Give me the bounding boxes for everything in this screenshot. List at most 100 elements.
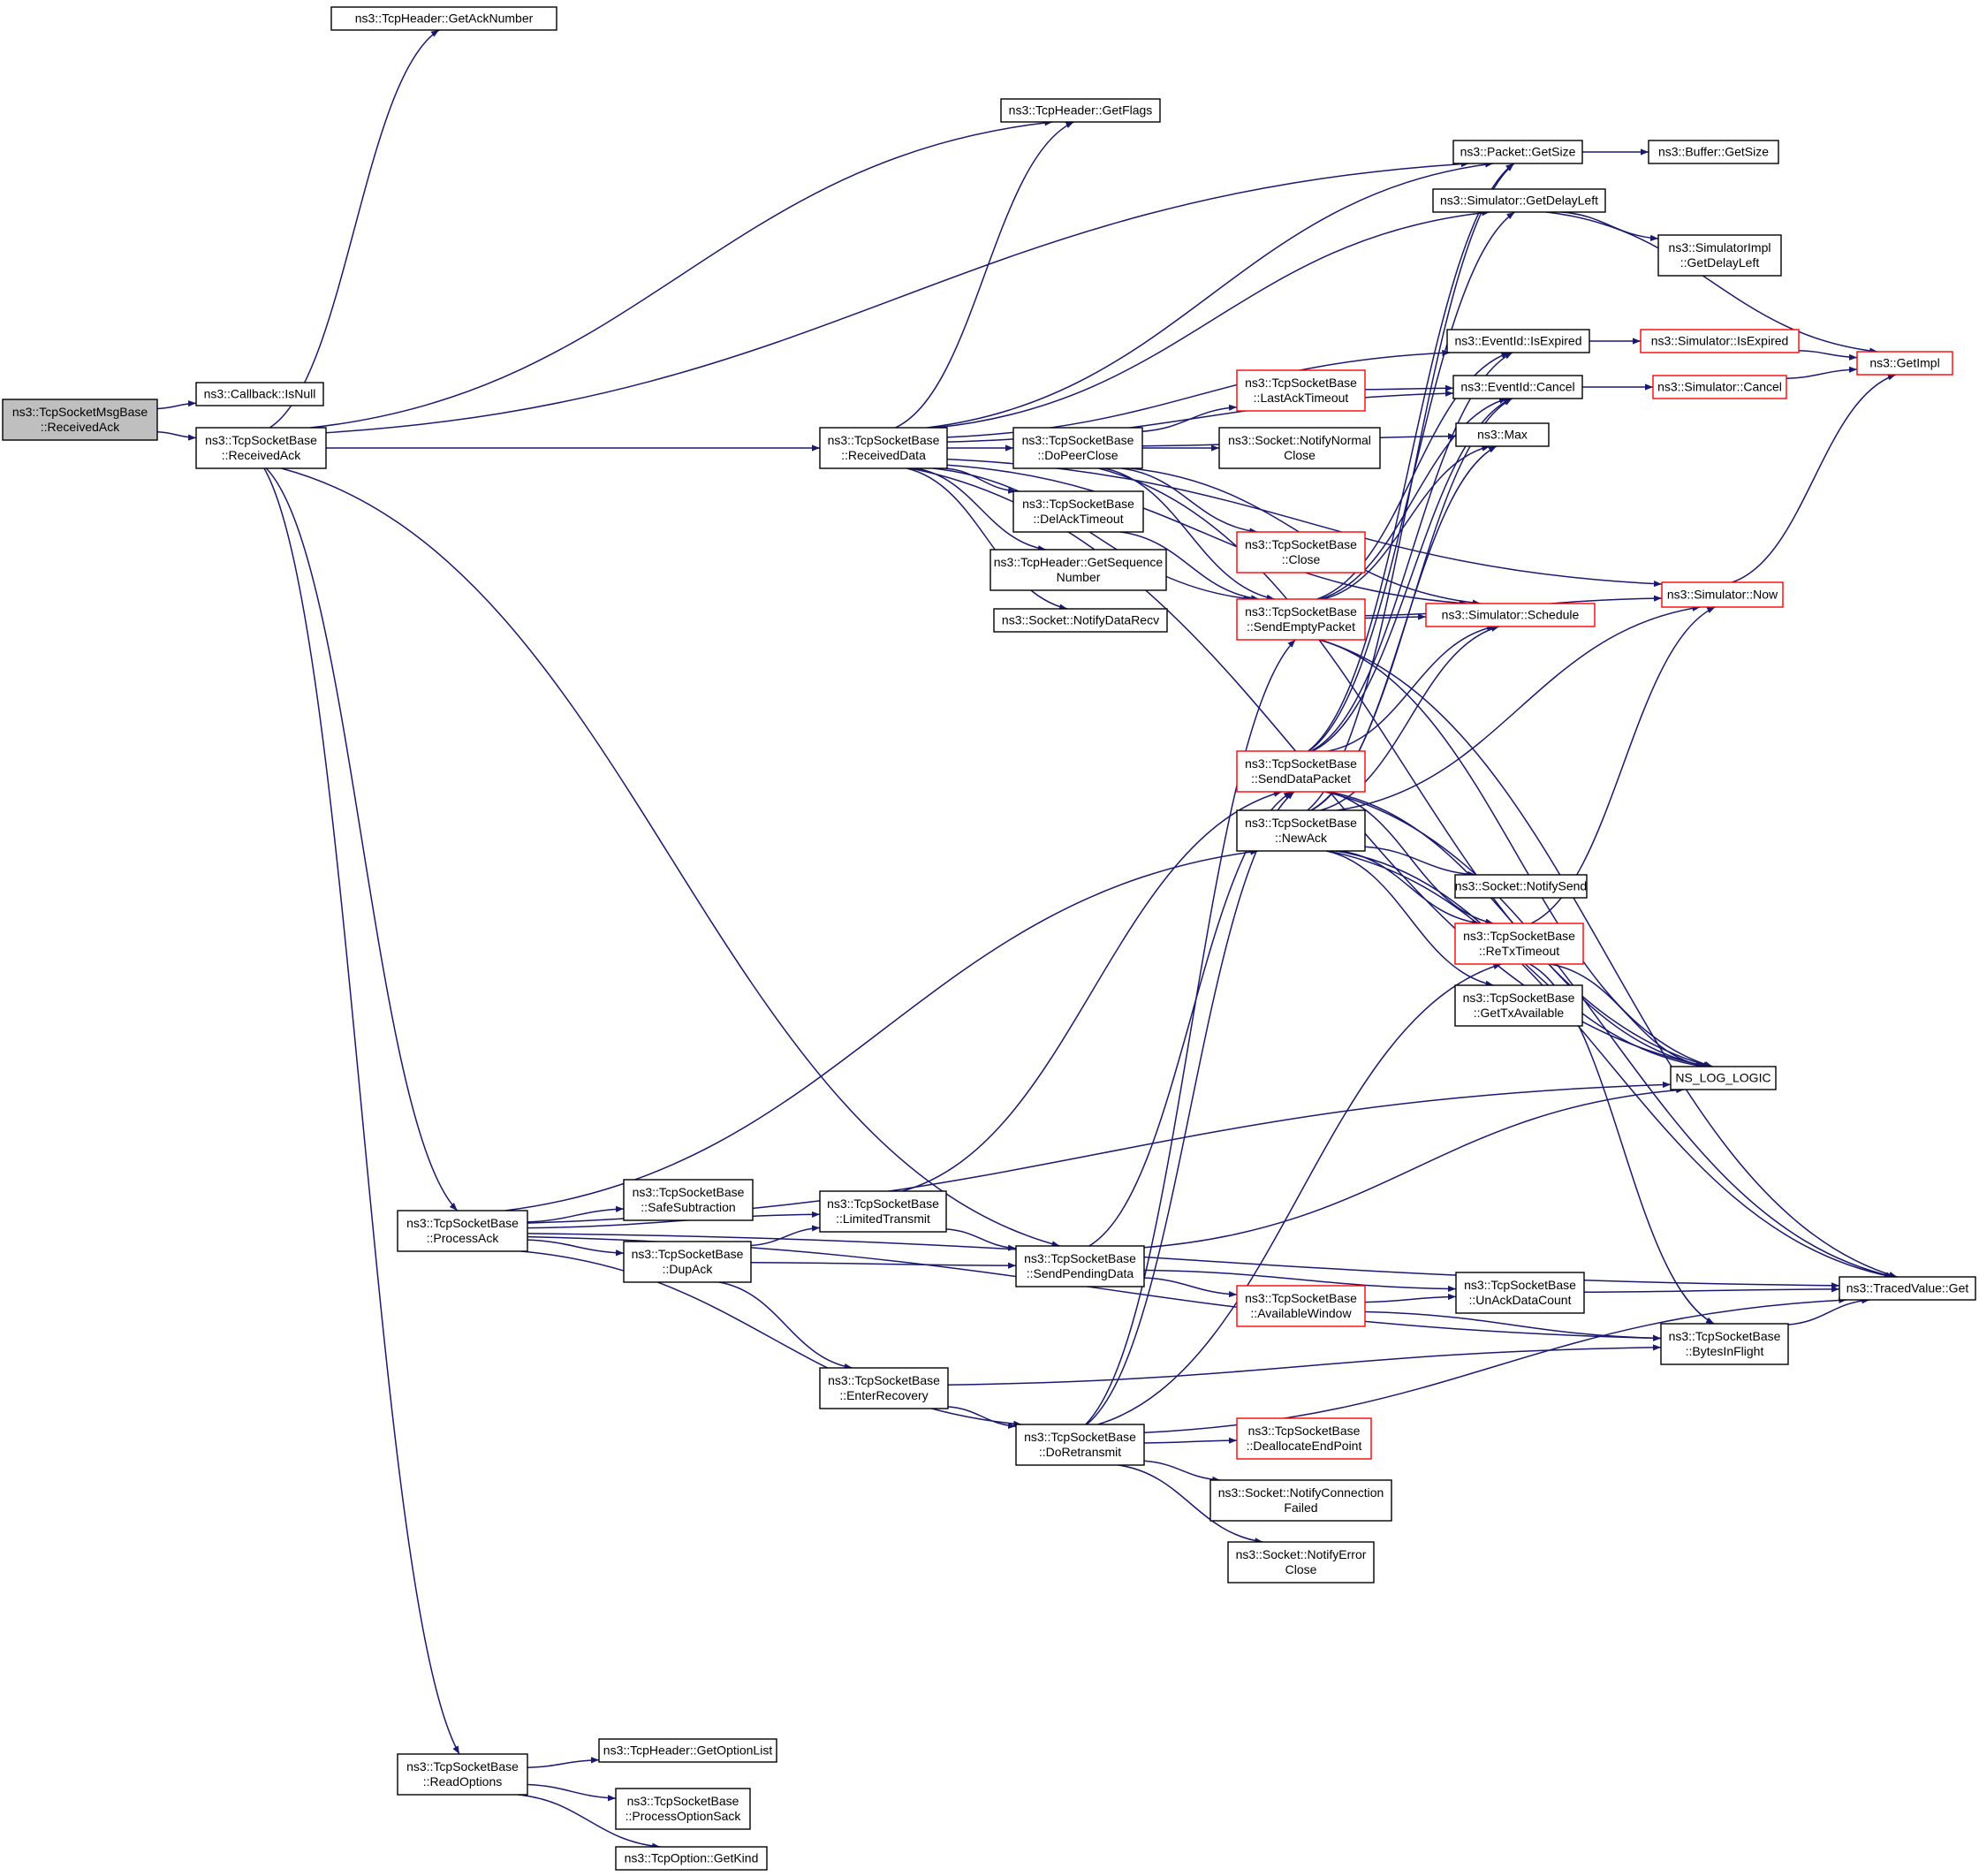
node-callback-isnull[interactable]: ns3::Callback::IsNull — [195, 382, 324, 406]
node-box — [1432, 188, 1606, 213]
node-getkind[interactable]: ns3::TcpOption::GetKind — [615, 1846, 768, 1871]
node-getacknumber[interactable]: ns3::TcpHeader::GetAckNumber — [330, 6, 557, 31]
node-label-line: ns3::TcpSocketBase — [1245, 1291, 1357, 1305]
node-box — [623, 1241, 752, 1283]
node-label-line: ns3::TcpSocketBase — [205, 433, 317, 447]
node-label-line: ns3::Simulator::GetDelayLeft — [1440, 194, 1598, 208]
call-edge-unackdatacount-to-tracedvalue-get — [1583, 1286, 1840, 1293]
call-edge-dopeerclose-to-ns-log-logic — [1098, 467, 1712, 1068]
node-box — [1236, 598, 1366, 641]
node-eventid-cancel[interactable]: ns3::EventId::Cancel — [1452, 375, 1583, 399]
node-label-line: NS_LOG_LOGIC — [1675, 1071, 1770, 1085]
node-bytesinflight[interactable]: ns3::TcpSocketBase::BytesInFlight — [1660, 1323, 1789, 1365]
node-label-line: ::SendPendingData — [1027, 1266, 1134, 1280]
call-edge-senddatapacket-to-retxtimeout — [1326, 791, 1494, 925]
node-notifydatarecv[interactable]: ns3::Socket::NotifyDataRecv — [993, 608, 1168, 633]
node-simimpl-getdelayleft[interactable]: ns3::SimulatorImpl::GetDelayLeft — [1657, 234, 1782, 277]
call-edge-receivedack-to-processack — [265, 467, 459, 1211]
node-label-line: ::EnterRecovery — [839, 1388, 928, 1402]
node-box — [615, 1846, 768, 1871]
node-deallocateendpoint[interactable]: ns3::TcpSocketBase::DeallocateEndPoint — [1236, 1417, 1372, 1460]
node-label-line: ::DelAckTimeout — [1033, 512, 1123, 526]
node-schedule[interactable]: ns3::Simulator::Schedule — [1425, 603, 1596, 627]
node-newack[interactable]: ns3::TcpSocketBase::NewAck — [1236, 809, 1366, 852]
node-sendemptypacket[interactable]: ns3::TcpSocketBase::SendEmptyPacket — [1236, 598, 1366, 641]
node-buffer-getsize[interactable]: ns3::Buffer::GetSize — [1648, 140, 1779, 164]
node-getdelayleft[interactable]: ns3::Simulator::GetDelayLeft — [1432, 188, 1606, 213]
node-label-line: ns3::EventId::IsExpired — [1455, 334, 1582, 348]
call-edge-dupack-to-sendpendingdata — [750, 1262, 1017, 1269]
node-getflags[interactable]: ns3::TcpHeader::GetFlags — [1000, 98, 1161, 123]
call-edge-receivedack-to-packet-getsize — [325, 160, 1469, 434]
node-gettxavailable[interactable]: ns3::TcpSocketBase::GetTxAvailable — [1454, 984, 1583, 1027]
node-box — [1670, 1066, 1777, 1090]
node-label-line: ns3::Socket::NotifyDataRecv — [1002, 613, 1159, 627]
node-label-line: ::ReceivedAck — [41, 420, 120, 434]
node-lastacktimeout[interactable]: ns3::TcpSocketBase::LastAckTimeout — [1236, 369, 1366, 412]
call-edge-retxtimeout-to-ns-log-logic — [1550, 963, 1706, 1068]
node-getimpl[interactable]: ns3::GetImpl — [1856, 351, 1953, 376]
node-limitedtransmit[interactable]: ns3::TcpSocketBase::LimitedTransmit — [819, 1190, 947, 1233]
node-box — [1236, 750, 1366, 793]
call-edge-receiveddata-to-now — [946, 458, 1663, 588]
node-senddatapacket[interactable]: ns3::TcpSocketBase::SendDataPacket — [1236, 750, 1366, 793]
call-edge-now-to-getimpl — [1732, 374, 1897, 583]
node-now[interactable]: ns3::Simulator::Now — [1661, 581, 1784, 608]
node-unackdatacount[interactable]: ns3::TcpSocketBase::UnAckDataCount — [1455, 1272, 1585, 1314]
node-label-line: Close — [1285, 1562, 1317, 1576]
node-sim-cancel[interactable]: ns3::Simulator::Cancel — [1652, 375, 1787, 399]
call-edges — [156, 29, 1898, 1849]
node-eventid-isexpired[interactable]: ns3::EventId::IsExpired — [1446, 329, 1590, 353]
node-box — [1454, 874, 1588, 899]
call-edge-receiveddata-to-getdelayleft — [936, 209, 1490, 429]
node-sim-isexpired[interactable]: ns3::Simulator::IsExpired — [1640, 329, 1800, 353]
node-dopeerclose[interactable]: ns3::TcpSocketBase::DoPeerClose — [1012, 427, 1143, 469]
node-max[interactable]: ns3::Max — [1455, 422, 1550, 447]
node-label-line: ns3::Max — [1477, 428, 1528, 442]
call-edge-receiveddata-to-schedule — [946, 464, 1467, 606]
node-dupack[interactable]: ns3::TcpSocketBase::DupAck — [623, 1241, 752, 1283]
node-enterrecovery[interactable]: ns3::TcpSocketBase::EnterRecovery — [819, 1367, 949, 1409]
node-processack[interactable]: ns3::TcpSocketBase::ProcessAck — [397, 1210, 528, 1252]
node-label-line: ns3::TcpSocketBase — [1464, 1278, 1576, 1292]
node-label-line: ::NewAck — [1275, 831, 1328, 845]
node-readoptions[interactable]: ns3::TcpSocketBase::ReadOptions — [397, 1753, 528, 1796]
call-edge-sendemptypacket-to-tracedvalue-get — [1319, 639, 1898, 1278]
node-tracedvalue-get[interactable]: ns3::TracedValue::Get — [1839, 1276, 1976, 1301]
function-nodes: ns3::TcpSocketMsgBase::ReceivedAck ns3::C… — [2, 6, 1976, 1871]
node-receiveddata[interactable]: ns3::TcpSocketBase::ReceivedData — [819, 427, 948, 469]
call-edge-doretransmit-to-notifyconnectionfailed — [1143, 1460, 1221, 1483]
call-edge-receiveddata-to-packet-getsize — [927, 161, 1494, 429]
node-label-line: ns3::TcpSocketBase — [632, 1247, 744, 1261]
call-edge-newack-to-gettxavailable — [1325, 850, 1494, 987]
call-edge-limitedtransmit-to-senddatapacket — [902, 790, 1282, 1192]
node-msgbase-receivedack[interactable]: ns3::TcpSocketMsgBase::ReceivedAck — [2, 399, 158, 441]
call-edge-getdelayleft-to-simimpl-getdelayleft — [1561, 211, 1659, 241]
node-retxtimeout[interactable]: ns3::TcpSocketBase::ReTxTimeout — [1454, 923, 1584, 965]
node-doretransmit[interactable]: ns3::TcpSocketBase::DoRetransmit — [1015, 1424, 1145, 1466]
call-edge-receivedack-to-getacknumber — [269, 29, 440, 429]
node-label-line: ns3::TcpSocketBase — [827, 1196, 939, 1211]
node-notifysend[interactable]: ns3::Socket::NotifySend — [1454, 874, 1588, 899]
node-label-line: Failed — [1284, 1500, 1317, 1515]
node-label-line: ::SafeSubtraction — [641, 1200, 735, 1214]
node-label-line: ns3::Socket::NotifyConnection — [1218, 1485, 1384, 1500]
node-packet-getsize[interactable]: ns3::Packet::GetSize — [1452, 140, 1583, 164]
node-getoptionlist[interactable]: ns3::TcpHeader::GetOptionList — [598, 1738, 777, 1763]
node-delacktimeout[interactable]: ns3::TcpSocketBase::DelAckTimeout — [1012, 490, 1144, 533]
node-availablewindow[interactable]: ns3::TcpSocketBase::AvailableWindow — [1236, 1285, 1366, 1327]
node-box — [1657, 234, 1782, 277]
node-box — [1015, 1245, 1145, 1287]
node-ns-log-logic[interactable]: NS_LOG_LOGIC — [1670, 1066, 1777, 1090]
node-receivedack[interactable]: ns3::TcpSocketBase::ReceivedAck — [195, 427, 327, 469]
node-safesubtraction[interactable]: ns3::TcpSocketBase::SafeSubtraction — [623, 1179, 754, 1221]
node-label-line: ns3::TcpHeader::GetFlags — [1009, 103, 1153, 118]
node-processoptionsack[interactable]: ns3::TcpSocketBase::ProcessOptionSack — [615, 1788, 751, 1830]
node-box — [330, 6, 557, 31]
node-close[interactable]: ns3::TcpSocketBase::Close — [1236, 531, 1366, 573]
node-sendpendingdata[interactable]: ns3::TcpSocketBase::SendPendingData — [1015, 1245, 1145, 1287]
